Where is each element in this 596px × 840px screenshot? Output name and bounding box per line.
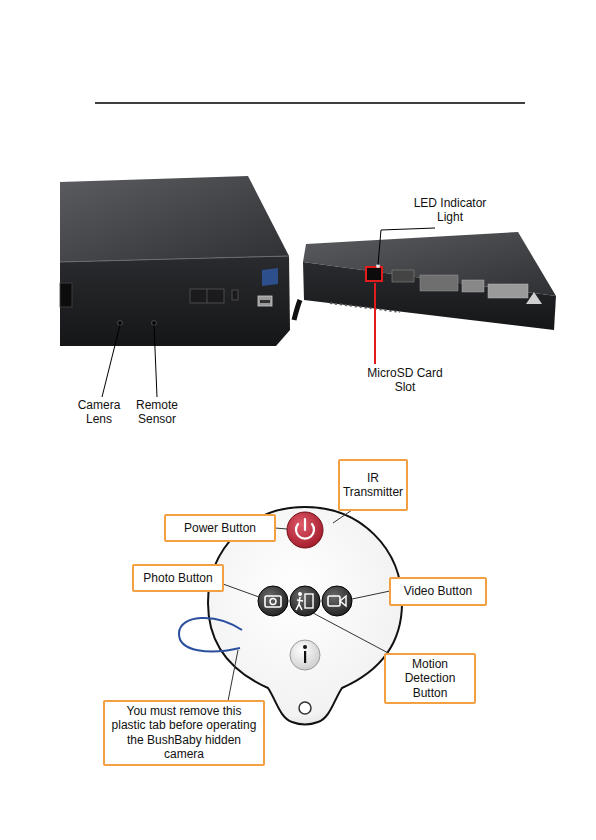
heading-rule <box>95 102 525 104</box>
leader-line <box>333 510 352 523</box>
callout-text: You must remove this plastic tab before … <box>109 704 259 762</box>
leader-line <box>352 591 390 599</box>
player-back-photo <box>294 232 556 330</box>
leader-line <box>102 325 120 397</box>
callout-box: IR Transmitter <box>338 459 408 511</box>
callout-box: Video Button <box>389 577 487 606</box>
part-label: MicroSD Card Slot <box>360 366 450 395</box>
callout-text: IR Transmitter <box>343 471 403 500</box>
callout-box: Power Button <box>164 514 276 542</box>
leader-line <box>154 325 157 397</box>
callout-box: Photo Button <box>132 564 224 592</box>
leader-line <box>228 650 238 701</box>
callout-text: Photo Button <box>143 571 212 585</box>
callout-text: Power Button <box>184 521 256 535</box>
part-label: Remote Sensor <box>124 398 190 427</box>
plastic-tab <box>179 618 242 652</box>
part-label: LED Indicator Light <box>408 196 492 225</box>
callout-text: Motion Detection Button <box>390 657 470 700</box>
callout-text: Video Button <box>404 584 473 598</box>
callout-box: You must remove this plastic tab before … <box>103 700 265 766</box>
part-label: Camera Lens <box>66 398 132 427</box>
callout-box: Motion Detection Button <box>384 653 476 704</box>
leader-line <box>374 283 376 364</box>
leader-line <box>378 228 435 265</box>
leader-line <box>275 528 287 529</box>
player-front-photo <box>60 176 290 346</box>
leader-line <box>313 613 392 655</box>
leader-line <box>223 584 259 597</box>
